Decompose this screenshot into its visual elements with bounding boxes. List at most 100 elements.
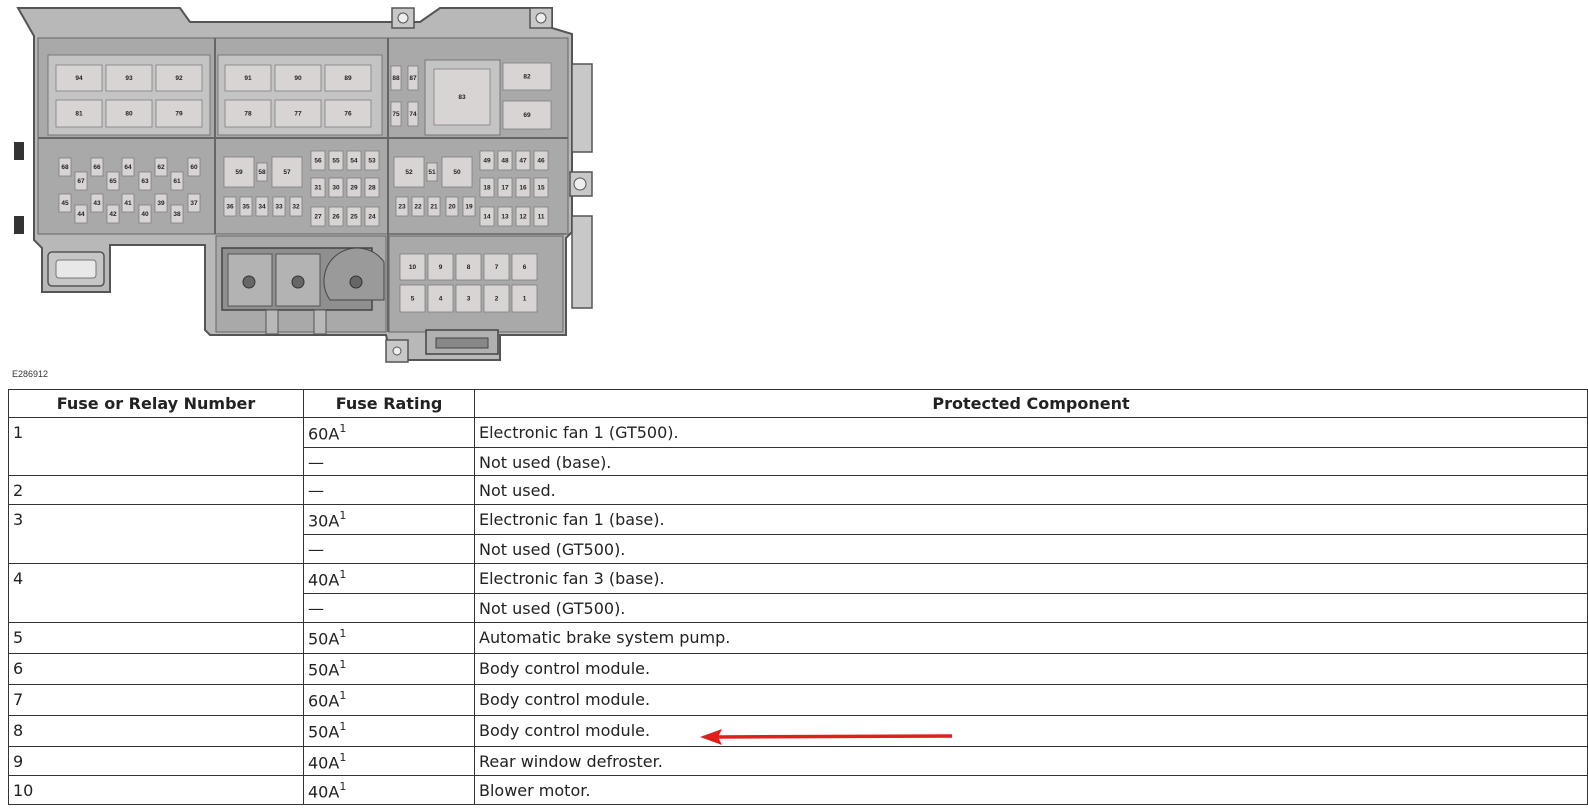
fuse-slot-50: 50 [441, 156, 473, 188]
rating-footnote: 1 [339, 780, 347, 793]
fuse-slot-label: 92 [175, 75, 183, 82]
fuse-slot-label: 55 [332, 158, 340, 165]
fuse-slot-6: 6 [511, 253, 538, 281]
fuse-slot-43: 43 [90, 193, 104, 213]
fuse-slot-30: 30 [328, 177, 344, 198]
fuse-slot-rect [187, 157, 201, 177]
cell-protected-component: Not used (base). [474, 447, 1588, 476]
fuse-slot-rect [170, 204, 184, 224]
fuse-slot-rect [187, 193, 201, 213]
fuse-slot-28: 28 [364, 177, 380, 198]
fuse-slot-label: 1 [523, 296, 527, 303]
fuse-slot-20: 20 [445, 196, 459, 217]
cell-protected-component: Body control module. [474, 653, 1588, 685]
fuse-slot-8: 8 [455, 253, 482, 281]
fuse-slot-rect [239, 196, 253, 217]
fuse-slot-label: 49 [483, 158, 491, 165]
fuse-slot-9: 9 [427, 253, 454, 281]
fuse-slot-81: 81 [55, 99, 103, 128]
fuse-slot-rect [310, 177, 326, 198]
fuse-slot-label: 42 [109, 211, 117, 218]
cell-fuse-rating: 40A1 [303, 746, 475, 776]
fuse-slot-rect [364, 150, 380, 171]
fuse-slot-label: 88 [392, 75, 400, 82]
cell-fuse-number: 9 [8, 746, 304, 776]
fuse-slot-rect [223, 196, 237, 217]
fuse-slot-label: 50 [453, 169, 461, 176]
fuse-slot-rect [310, 206, 326, 227]
fuse-slot-label: 57 [283, 169, 291, 176]
fuse-slot-rect [427, 253, 454, 281]
fuse-slot-label: 38 [173, 211, 181, 218]
fuse-slot-35: 35 [239, 196, 253, 217]
fuse-slot-label: 37 [190, 200, 198, 207]
fuse-slot-label: 46 [537, 158, 545, 165]
fuse-slot-rect [256, 162, 268, 182]
fuse-slot-74: 74 [407, 101, 419, 127]
fuse-slot-label: 53 [368, 158, 376, 165]
fuse-slot-rect [170, 171, 184, 191]
fuse-slot-label: 34 [258, 204, 266, 211]
fuse-slot-34: 34 [255, 196, 269, 217]
fuse-slot-label: 28 [368, 185, 376, 192]
cell-protected-component: Rear window defroster. [474, 746, 1588, 776]
fuse-slot-38: 38 [170, 204, 184, 224]
rating-value: 40A [308, 753, 340, 773]
cell-protected-component: Not used (GT500). [474, 534, 1588, 564]
fuse-slot-label: 79 [175, 111, 183, 118]
fuse-slot-76: 76 [324, 99, 372, 128]
fuse-slot-label: 93 [125, 75, 133, 82]
fuse-slot-10: 10 [399, 253, 426, 281]
fuse-slot-82: 82 [502, 62, 552, 91]
cell-fuse-number: 10 [8, 775, 304, 805]
fuse-slot-60: 60 [187, 157, 201, 177]
fuse-slot-91: 91 [224, 64, 272, 92]
fuse-slot-17: 17 [497, 177, 513, 198]
arrow-shaft [717, 734, 953, 739]
fuse-slot-label: 18 [483, 185, 491, 192]
fuse-slot-67: 67 [74, 171, 88, 191]
header-fuse-rating: Fuse Rating [303, 389, 475, 418]
fuse-slot-rect [90, 193, 104, 213]
fuse-slot-25: 25 [346, 206, 362, 227]
cell-fuse-rating: — [303, 593, 475, 623]
fuse-slot-label: 15 [537, 185, 545, 192]
rating-value: 30A [308, 511, 340, 531]
fuse-slot-63: 63 [138, 171, 152, 191]
fuse-slot-label: 35 [242, 204, 250, 211]
header-protected-component: Protected Component [474, 389, 1588, 418]
fuse-slot-rect [427, 284, 454, 313]
cell-fuse-rating: — [303, 447, 475, 476]
fuse-slot-label: 45 [61, 200, 69, 207]
fuse-slot-rect [497, 206, 513, 227]
rating-footnote: 1 [339, 658, 347, 671]
cell-fuse-rating: 60A1 [303, 684, 475, 716]
fuse-slot-label: 91 [244, 75, 252, 82]
cell-fuse-number: 2 [8, 475, 304, 505]
fuse-slot-78: 78 [224, 99, 272, 128]
fuse-slot-rect [445, 196, 459, 217]
fuse-slot-label: 13 [501, 214, 509, 221]
fuse-slot-64: 64 [121, 157, 135, 177]
fuse-slot-label: 19 [465, 204, 473, 211]
fuse-slot-62: 62 [154, 157, 168, 177]
fuse-slot-69: 69 [502, 100, 552, 130]
fuse-slot-rect [121, 193, 135, 213]
fuse-slot-79: 79 [155, 99, 203, 128]
fuse-slot-rect [106, 171, 120, 191]
fuse-slot-rect [433, 68, 491, 126]
red-arrow-icon [700, 729, 953, 745]
fuse-slot-label: 6 [523, 264, 527, 271]
fuse-slot-label: 56 [314, 158, 322, 165]
fuse-slot-rect [364, 206, 380, 227]
fuse-slot-label: 61 [173, 178, 181, 185]
fuse-slot-label: 2 [495, 296, 499, 303]
rating-value: 60A [308, 424, 340, 444]
rating-value: 40A [308, 782, 340, 802]
fuse-slot-rect [497, 177, 513, 198]
